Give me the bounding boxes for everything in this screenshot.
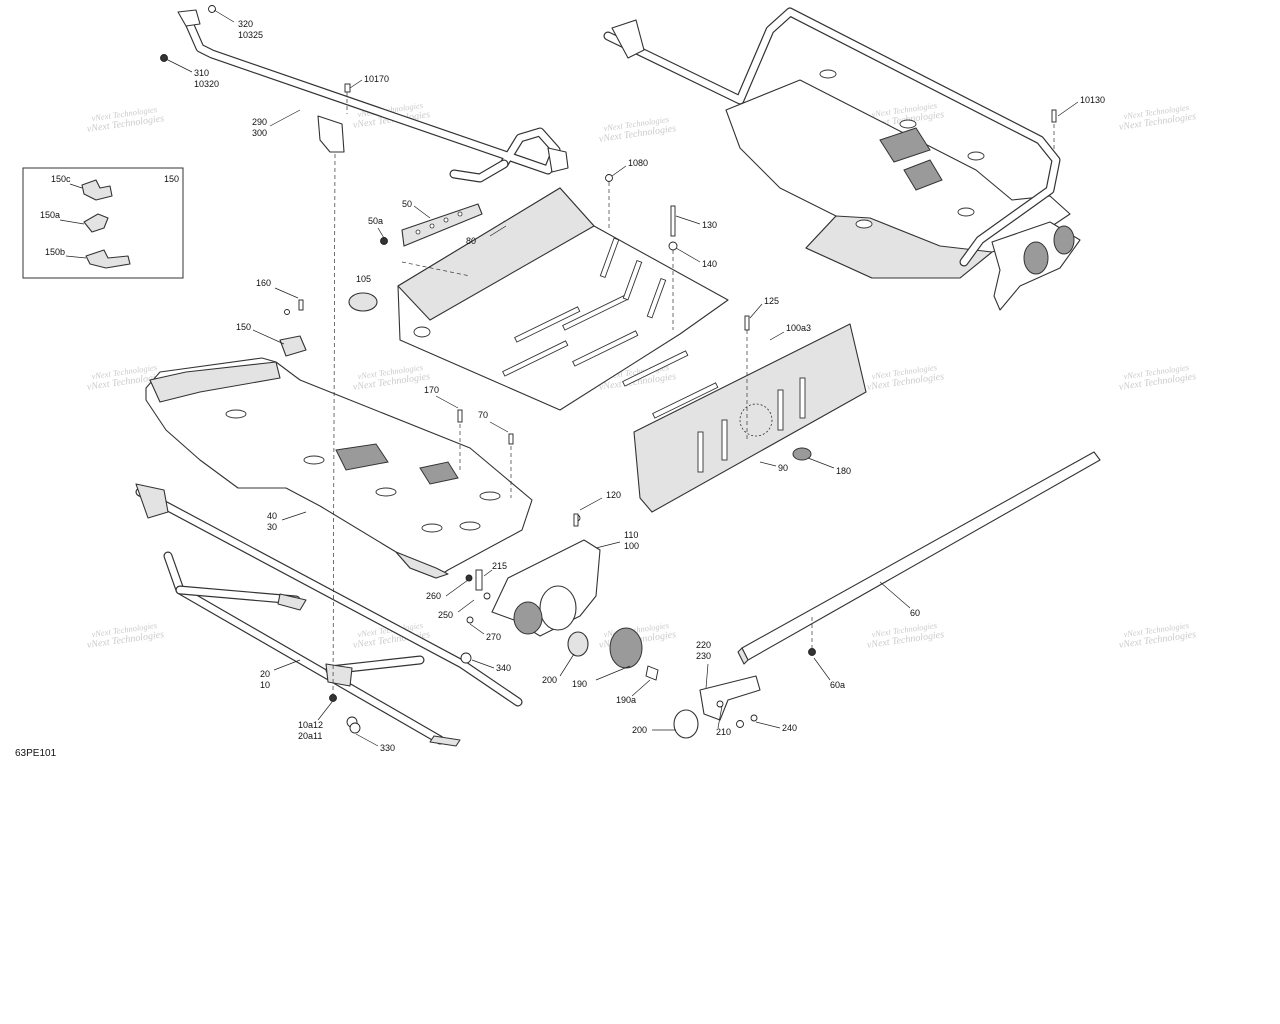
callout-leader-lines xyxy=(165,9,1079,747)
lamp-190-part xyxy=(567,627,659,681)
callout-70-line-0: 70 xyxy=(478,410,488,420)
callout-170-line-0: 170 xyxy=(424,385,439,395)
callout-10a12-line-1: 20a11 xyxy=(298,731,322,741)
callout-310-line-0: 310 xyxy=(194,68,209,78)
assembly-dash-lines xyxy=(332,92,1055,695)
callout-90-line-0: 90 xyxy=(778,463,788,473)
callout-250-line-0: 250 xyxy=(438,610,453,620)
callout-290-line-1: 300 xyxy=(252,128,267,138)
side-panel-90-part xyxy=(633,323,867,513)
callout-10130-line-0: 10130 xyxy=(1080,95,1105,105)
lower-frame-20-part xyxy=(135,483,523,747)
callout-270-line-0: 270 xyxy=(486,632,501,642)
cap-105-part xyxy=(348,292,378,312)
diagram-code-label: 63PE101 xyxy=(15,748,57,759)
callout-50-line-0: 50 xyxy=(402,199,412,209)
light-housing-110-part xyxy=(491,514,601,637)
callout-110-line-1: 100 xyxy=(624,541,639,551)
callout-130-line-0: 130 xyxy=(702,220,717,230)
callout-40-line-0: 40 xyxy=(267,511,277,521)
inset-label-150b: 150b xyxy=(45,247,65,257)
callout-190-line-0: 190 xyxy=(572,679,587,689)
callout-210-line-0: 210 xyxy=(716,727,731,737)
grab-handle-tube-part xyxy=(177,9,569,183)
callout-10a12-line-0: 10a12 xyxy=(298,720,323,730)
callout-150-line-0: 150 xyxy=(236,322,251,332)
bracket-220-part xyxy=(673,675,761,739)
callout-labels: 32010325310103202903001017010805050a8013… xyxy=(194,19,1105,753)
rear-cargo-carrier-part xyxy=(603,7,1081,311)
inset-label-150a: 150a xyxy=(40,210,60,220)
callout-320-line-0: 320 xyxy=(238,19,253,29)
left-floor-pan-part xyxy=(145,357,533,579)
callout-180-line-0: 180 xyxy=(836,466,851,476)
callout-220-line-0: 220 xyxy=(696,640,711,650)
long-bar-60-part xyxy=(737,451,1101,665)
callout-110-line-0: 110 xyxy=(624,530,638,540)
callout-200a-line-0: 200 xyxy=(542,675,557,685)
callout-310-line-1: 10320 xyxy=(194,79,219,89)
callout-330-line-0: 330 xyxy=(380,743,395,753)
callout-105-line-0: 105 xyxy=(356,274,371,284)
badge-180-part xyxy=(792,447,812,461)
callout-320-line-1: 10325 xyxy=(238,30,263,40)
callout-10170-line-0: 10170 xyxy=(364,74,389,84)
callout-60a-line-0: 60a xyxy=(830,680,845,690)
callout-20-line-0: 20 xyxy=(260,669,270,679)
callout-1080-line-0: 1080 xyxy=(628,158,648,168)
callout-290-line-0: 290 xyxy=(252,117,267,127)
bracket-150-part xyxy=(279,299,307,357)
callout-125-line-0: 125 xyxy=(764,296,779,306)
callout-120-line-0: 120 xyxy=(606,490,621,500)
inset-labels: 150 150c 150a 150b xyxy=(40,174,179,259)
inset-150-box xyxy=(22,167,184,279)
callout-190a-line-0: 190a xyxy=(616,695,636,705)
callout-260-line-0: 260 xyxy=(426,591,441,601)
callout-40-line-1: 30 xyxy=(267,522,277,532)
callout-80-line-0: 80 xyxy=(466,236,476,246)
callout-215-line-0: 215 xyxy=(492,561,507,571)
callout-20-line-1: 10 xyxy=(260,680,270,690)
callout-50a-line-0: 50a xyxy=(368,216,383,226)
callout-240-line-0: 240 xyxy=(782,723,797,733)
callout-340-line-0: 340 xyxy=(496,663,511,673)
inset-title-label: 150 xyxy=(164,174,179,184)
inset-label-150c: 150c xyxy=(51,174,71,184)
callout-200b-line-0: 200 xyxy=(632,725,647,735)
callout-220-line-1: 230 xyxy=(696,651,711,661)
callout-60-line-0: 60 xyxy=(910,608,920,618)
fastener-320-part xyxy=(160,5,351,93)
center-floor-panel-part xyxy=(397,187,729,419)
callout-140-line-0: 140 xyxy=(702,259,717,269)
misc-fasteners-part xyxy=(329,109,1057,734)
callout-160-line-0: 160 xyxy=(256,278,271,288)
callout-100a3-line-0: 100a3 xyxy=(786,323,811,333)
